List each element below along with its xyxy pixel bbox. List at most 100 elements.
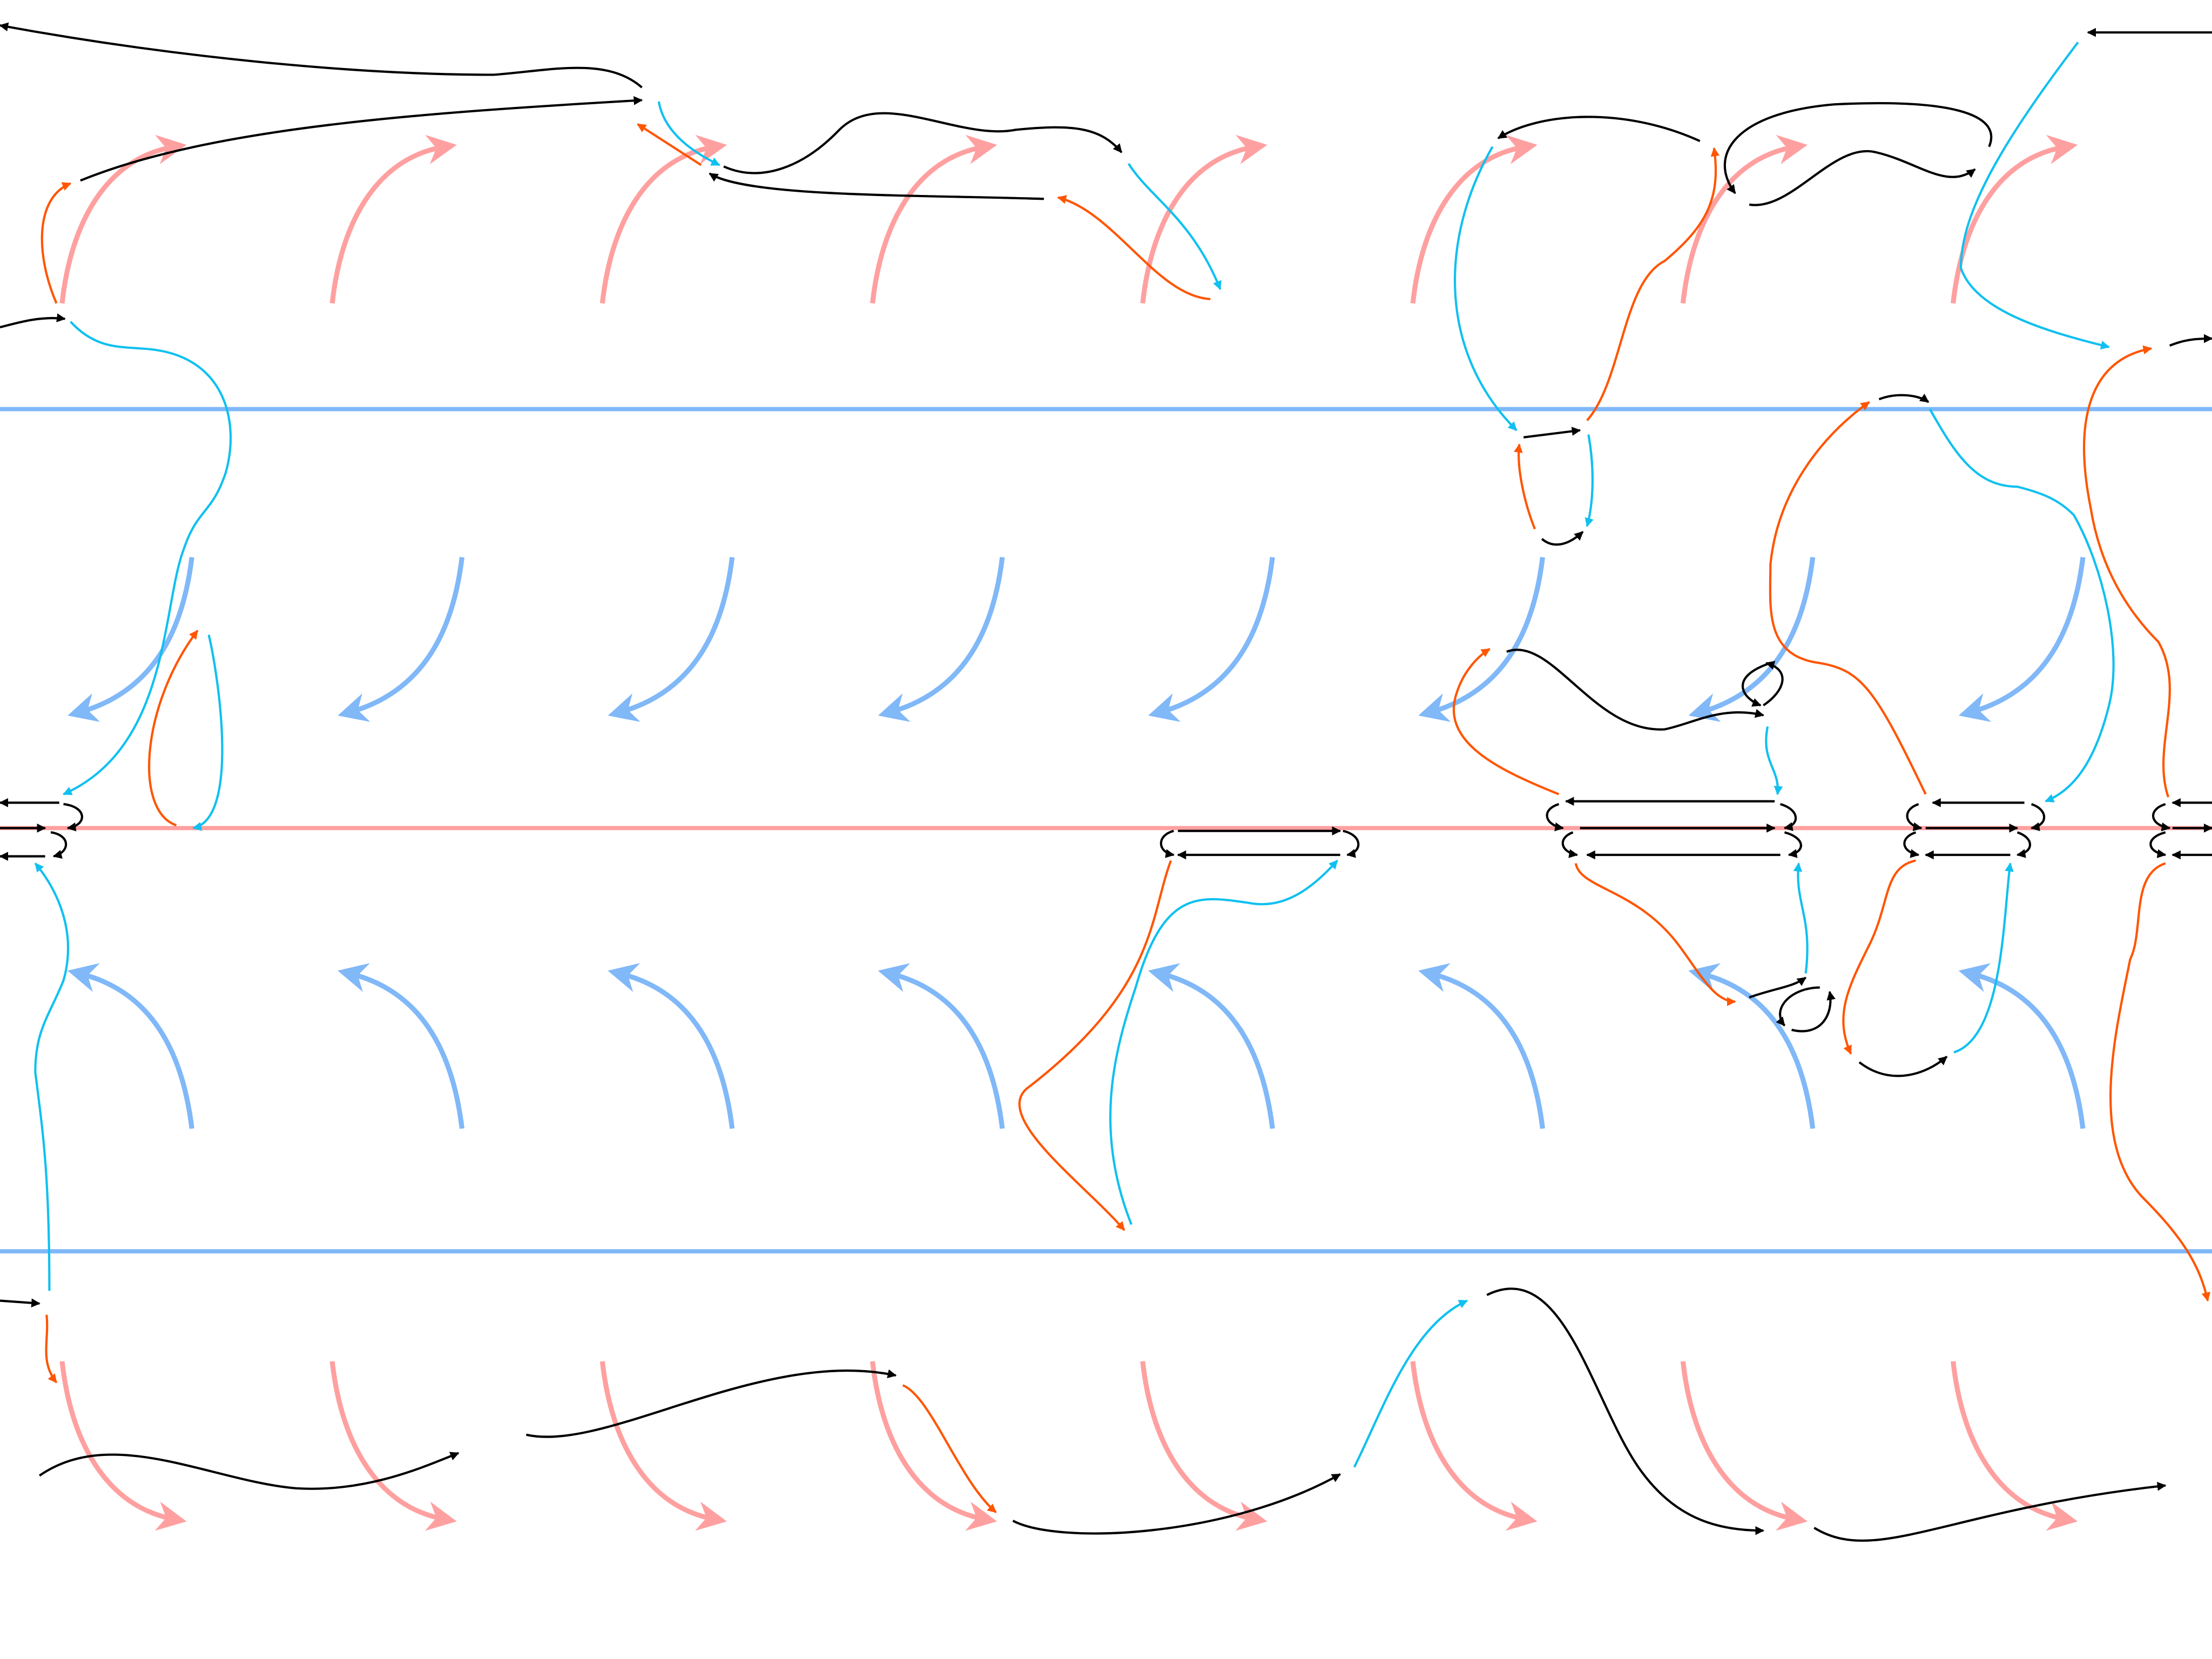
trajectory-black	[1541, 531, 1584, 546]
trajectory-black	[2169, 334, 2212, 347]
trajectory-black	[50, 831, 68, 859]
field-arrow	[1680, 134, 1808, 304]
trajectory-orange	[1769, 401, 1927, 795]
trajectory-orange	[902, 1384, 997, 1513]
field-arrow	[608, 557, 735, 722]
trajectory-orange	[1574, 863, 1736, 1007]
trajectory-black	[1012, 1473, 1341, 1535]
trajectory-black	[1486, 1287, 1764, 1535]
trajectory-orange	[2083, 345, 2171, 798]
trajectory-black	[1497, 116, 1701, 143]
field-arrow	[1140, 134, 1267, 304]
trajectory-black	[0, 22, 643, 89]
field-arrow	[1410, 1361, 1537, 1531]
trajectory-cyan	[63, 321, 232, 795]
trajectory-cyan	[34, 862, 70, 1291]
trajectory-black	[0, 1298, 41, 1307]
trajectory-black	[2152, 802, 2171, 832]
trajectory-orange	[637, 123, 702, 166]
field-arrow	[1958, 557, 2086, 722]
field-arrow	[870, 134, 997, 304]
field-arrow	[599, 1361, 727, 1531]
field-arrow	[1418, 557, 1546, 722]
trajectory-black	[63, 802, 83, 832]
trajectory-cyan	[1765, 726, 1783, 795]
field-arrow	[67, 963, 194, 1129]
field-arrow	[59, 134, 187, 304]
trajectory-black	[1546, 802, 1564, 832]
trajectory-cyan	[1953, 862, 2014, 1054]
trajectory-cyan	[1128, 163, 1222, 291]
field-arrow	[338, 557, 465, 722]
trajectory-black	[1784, 831, 1802, 858]
trajectory-black	[1523, 427, 1581, 439]
trajectory-black	[1878, 393, 1930, 403]
trajectory-black	[1749, 976, 1807, 999]
trajectory-black	[1780, 802, 1797, 831]
trajectory-black	[1742, 662, 1771, 707]
field-arrow	[1958, 963, 2086, 1129]
trajectory-black	[1791, 990, 1836, 1033]
field-arrow	[878, 557, 1005, 722]
trajectory-black	[2030, 802, 2046, 832]
trajectory-black	[80, 96, 643, 182]
trajectory-cyan	[657, 101, 720, 166]
trajectory-black	[1749, 150, 1976, 206]
trajectory-cyan	[1793, 862, 1809, 974]
field-arrow	[599, 134, 727, 304]
field-arrow	[1951, 1361, 2078, 1531]
field-arrow	[1410, 134, 1537, 304]
trajectory-black	[1906, 802, 1923, 832]
trajectory-cyan	[1584, 434, 1594, 527]
field-arrow	[59, 1361, 187, 1531]
field-arrow	[1688, 963, 1816, 1129]
background-field-arrows	[59, 134, 2086, 1531]
field-arrow	[1148, 963, 1275, 1129]
trajectory-orange	[1018, 860, 1172, 1231]
trajectory-black	[1903, 831, 1920, 858]
trajectory-black	[709, 172, 1044, 200]
trajectory-black	[1858, 1055, 1948, 1077]
trajectory-black	[1159, 830, 1175, 858]
field-arrow	[608, 963, 735, 1129]
trajectory-orange	[2109, 862, 2210, 1302]
trajectory-black	[525, 1369, 897, 1438]
trajectory-orange	[1842, 859, 1916, 1055]
cyan-trajectories	[34, 42, 2115, 1468]
trajectory-cyan	[192, 635, 224, 831]
field-arrow	[878, 963, 1005, 1129]
trajectory-black	[1561, 831, 1579, 858]
field-arrow	[329, 1361, 457, 1531]
field-arrow	[1140, 1361, 1267, 1531]
trajectory-black	[1343, 830, 1360, 858]
trajectory-cyan	[1353, 1299, 1468, 1468]
field-arrow	[1951, 134, 2078, 304]
field-arrow	[1680, 1361, 1808, 1531]
trajectory-cyan	[1928, 408, 2115, 802]
trajectory-black	[2016, 831, 2032, 858]
trajectory-cyan	[1959, 42, 2110, 350]
trajectory-orange	[41, 182, 72, 304]
field-arrow	[1148, 557, 1275, 722]
field-arrow	[338, 963, 465, 1129]
trajectory-black	[38, 1452, 460, 1490]
trajectory-orange	[148, 630, 199, 827]
field-arrow	[1688, 557, 1816, 722]
trajectory-cyan	[1109, 860, 1338, 1225]
trajectory-orange	[1453, 648, 1560, 795]
trajectory-orange	[1586, 147, 1720, 421]
trajectory-black	[0, 313, 66, 329]
trajectory-black	[1776, 986, 1820, 1027]
trajectory-orange	[1057, 195, 1211, 300]
orange-trajectories	[41, 123, 2210, 1513]
field-arrow	[870, 1361, 997, 1531]
field-arrow	[1418, 963, 1546, 1129]
trajectory-black	[723, 112, 1123, 174]
trajectory-cyan	[1454, 146, 1518, 431]
black-trajectories	[0, 22, 2212, 1542]
trajectory-black	[2149, 831, 2167, 858]
trajectory-orange	[1514, 443, 1536, 530]
trajectory-black	[1506, 649, 1764, 731]
trajectory-black	[1723, 102, 1993, 194]
